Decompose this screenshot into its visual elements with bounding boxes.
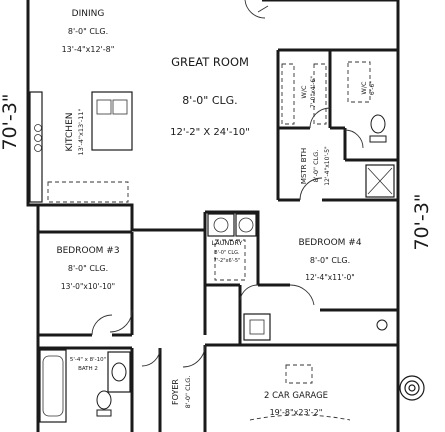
room-laundry: LAUNDRY 8'-0" CLG. 7'-2"x6'-5" — [212, 239, 243, 264]
room-ceiling: 8'-0" CLG. — [68, 264, 108, 273]
room-name: DINING — [72, 9, 105, 19]
room-size: 13'-4"x12'-8" — [62, 45, 115, 54]
room-dining: DINING 8'-0" CLG. 13'-4"x12'-8" — [62, 9, 115, 54]
room-name: W/C — [360, 81, 368, 95]
room-ceiling: 8'-0" CLG. — [310, 256, 350, 265]
room-ceiling: 8'-0" CLG. — [182, 94, 237, 107]
room-kitchen: KITCHEN 13'-4"x13'-11" — [65, 108, 85, 155]
dimension-right-label: 70'-3" — [411, 193, 433, 250]
room-wic-1: W/C 7'-0"x4'-6" — [300, 76, 317, 108]
room-size: 12'-4"x11'-0" — [305, 273, 355, 282]
room-bedroom-3: BEDROOM #3 8'-0" CLG. 13'-0"x10'-10" — [56, 246, 119, 291]
fixtures — [29, 61, 425, 423]
interior-walls — [28, 48, 398, 432]
dimension-right: 70'-3" — [411, 193, 433, 250]
room-size: 19'-8"x23'-2" — [270, 408, 323, 417]
room-ceiling: 8'-0" CLG. — [68, 27, 108, 36]
room-name: BATH 2 — [78, 366, 98, 372]
room-name: BEDROOM #3 — [56, 246, 119, 256]
room-name: BEDROOM #4 — [298, 238, 361, 248]
room-bedroom-4: BEDROOM #4 8'-0" CLG. 12'-4"x11'-0" — [298, 238, 361, 282]
room-name: 2 CAR GARAGE — [264, 391, 328, 401]
room-name: GREAT ROOM — [171, 55, 249, 69]
doors — [91, 0, 364, 368]
room-ceiling: 8'-0" CLG. — [184, 376, 192, 409]
room-size: 6'-6" — [369, 81, 376, 95]
room-garage: 2 CAR GARAGE 19'-8"x23'-2" — [264, 391, 328, 417]
room-name: KITCHEN — [65, 113, 75, 152]
room-name: LAUNDRY — [212, 239, 243, 247]
room-wic-2: W/C 6'-6" — [360, 81, 376, 95]
room-bath-2: 5'-4" x 8'-10" BATH 2 — [70, 357, 106, 372]
dimension-left: 70'-3" — [0, 93, 21, 150]
room-size: 12'-2" X 24'-10" — [170, 127, 250, 138]
room-name: W/C — [300, 85, 308, 99]
room-ceiling: 8'-0" CLG. — [312, 150, 320, 183]
room-size: 12'-4"x10'-5" — [324, 146, 331, 186]
room-size: 13'-4"x13'-11" — [77, 108, 85, 155]
room-master-bath: MSTR BTH 8'-0" CLG. 12'-4"x10'-5" — [300, 146, 331, 186]
room-foyer: FOYER 8'-0" CLG. — [171, 376, 192, 409]
room-size: 13'-0"x10'-10" — [61, 282, 115, 291]
room-name: MSTR BTH — [300, 148, 308, 184]
room-ceiling: 8'-0" CLG. — [214, 250, 240, 256]
room-size: 5'-4" x 8'-10" — [70, 357, 106, 363]
room-great-room: GREAT ROOM 8'-0" CLG. 12'-2" X 24'-10" — [170, 55, 250, 138]
room-size: 7'-2"x6'-5" — [214, 258, 241, 264]
room-size: 7'-0"x4'-6" — [310, 76, 317, 108]
room-name: FOYER — [171, 379, 180, 405]
dimension-left-label: 70'-3" — [0, 93, 21, 150]
